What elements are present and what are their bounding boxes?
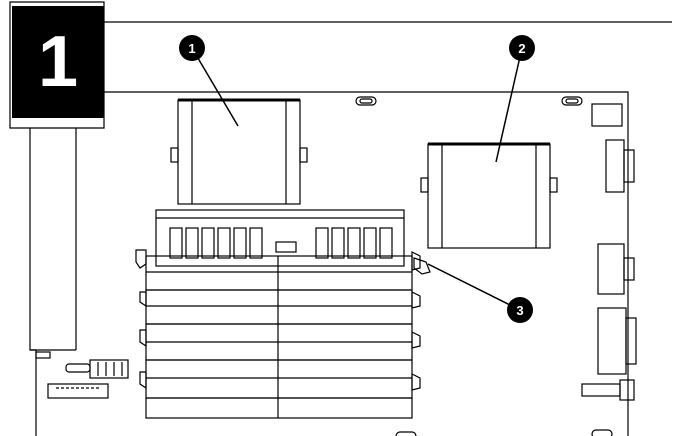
- dimm-slots: [145, 255, 413, 419]
- board-components: [35, 351, 129, 399]
- callout-3: 3: [507, 297, 533, 323]
- dimm-retaining-clips: [135, 249, 421, 391]
- callout-2: 2: [509, 35, 535, 61]
- chassis-outline: [9, 1, 672, 436]
- dimm-retaining-clip: [413, 257, 431, 275]
- callout-2-label: 2: [518, 41, 525, 56]
- rear-connectors: [581, 103, 637, 401]
- callout-1: 1: [179, 35, 205, 61]
- processor-heatsink-1: [170, 98, 308, 205]
- step-number-badge: 1: [12, 6, 104, 118]
- processor-heatsink-2: [420, 142, 558, 249]
- callout-1-label: 1: [188, 41, 195, 56]
- memory-module: [155, 209, 405, 267]
- mounting-slots: [355, 96, 613, 436]
- callout-3-label: 3: [516, 303, 523, 318]
- callout-leaders: [191, 47, 523, 307]
